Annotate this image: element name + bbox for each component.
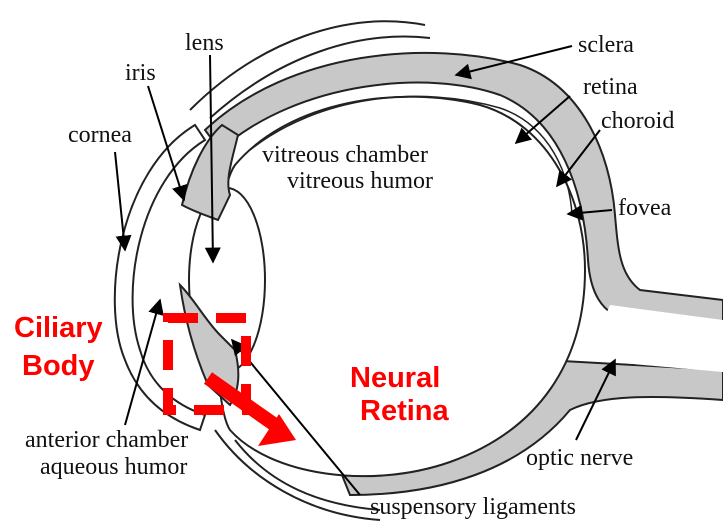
label-lens: lens <box>185 30 224 56</box>
cornea-leader <box>115 152 125 250</box>
label-aqueous-humor: aqueous humor <box>40 454 187 480</box>
highlight-ciliary-body-line2: Body <box>22 350 95 382</box>
label-choroid: choroid <box>601 108 674 134</box>
label-cornea: cornea <box>68 122 132 148</box>
highlight-ciliary-body-line1: Ciliary <box>14 312 103 344</box>
label-suspensory-ligaments: suspensory ligaments <box>370 494 576 520</box>
label-vitreous-humor: vitreous humor <box>287 168 433 194</box>
highlight-neural-retina-line1: Neural <box>350 362 440 394</box>
label-anterior-chamber: anterior chamber <box>25 427 188 453</box>
label-optic-nerve: optic nerve <box>526 445 633 471</box>
label-iris: iris <box>125 60 156 86</box>
label-vitreous-chamber: vitreous chamber <box>262 142 428 168</box>
highlight-neural-retina-line2: Retina <box>360 395 450 427</box>
label-retina: retina <box>583 74 638 100</box>
label-sclera: sclera <box>578 32 634 58</box>
label-fovea: fovea <box>618 195 672 221</box>
